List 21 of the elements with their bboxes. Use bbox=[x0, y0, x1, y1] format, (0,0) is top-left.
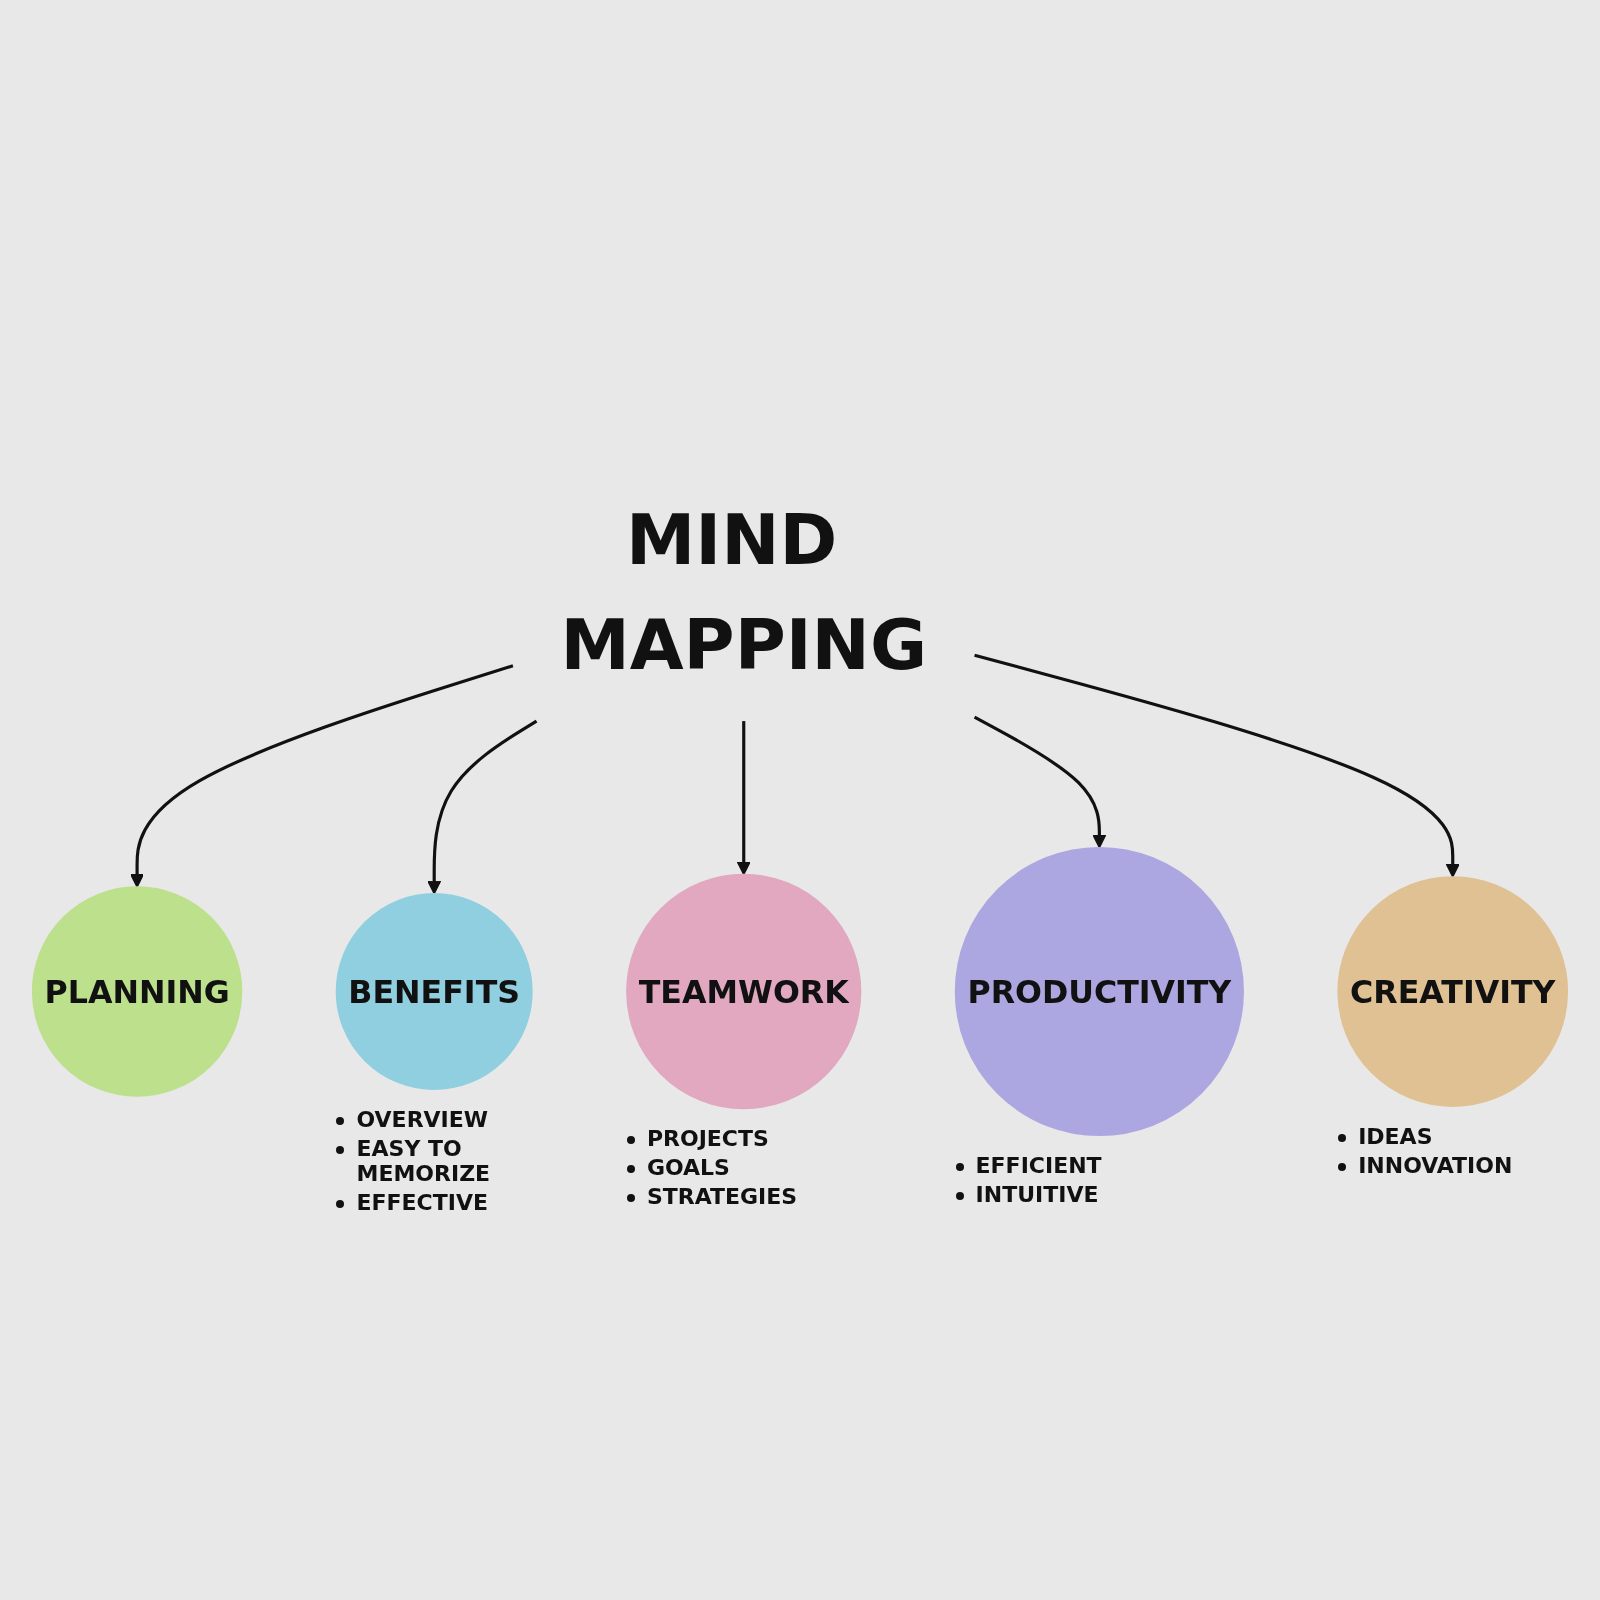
node-text: MIND MAPPING bbox=[560, 499, 928, 685]
bullet-item: INNOVATION bbox=[1358, 1153, 1513, 1179]
bullet-item: EFFECTIVE bbox=[356, 1190, 488, 1216]
node-circle: TEAMWORK bbox=[626, 873, 862, 1110]
bullet-item: GOALS bbox=[646, 1155, 730, 1181]
arrow bbox=[130, 664, 514, 888]
bullet-item: STRATEGIES bbox=[646, 1184, 798, 1210]
node-circle: BENEFITS bbox=[335, 893, 533, 1090]
bullet-item: EFFICIENT bbox=[975, 1153, 1102, 1179]
bullet-item: INTUITIVE bbox=[975, 1182, 1099, 1208]
node-circle: PRODUCTIVITY bbox=[954, 846, 1244, 1137]
node-circle: CREATIVITY bbox=[1337, 876, 1569, 1107]
bullet-item: IDEAS bbox=[1358, 1124, 1433, 1150]
arrow bbox=[974, 653, 1460, 878]
node-circle: PLANNING bbox=[31, 886, 243, 1097]
arrow bbox=[973, 715, 1107, 849]
arrow bbox=[427, 719, 538, 895]
arrow bbox=[736, 721, 751, 876]
bullet-item: OVERVIEW bbox=[356, 1107, 489, 1133]
bullet-item: EASY TO MEMORIZE bbox=[356, 1136, 492, 1187]
bullet-item: PROJECTS bbox=[646, 1126, 769, 1152]
